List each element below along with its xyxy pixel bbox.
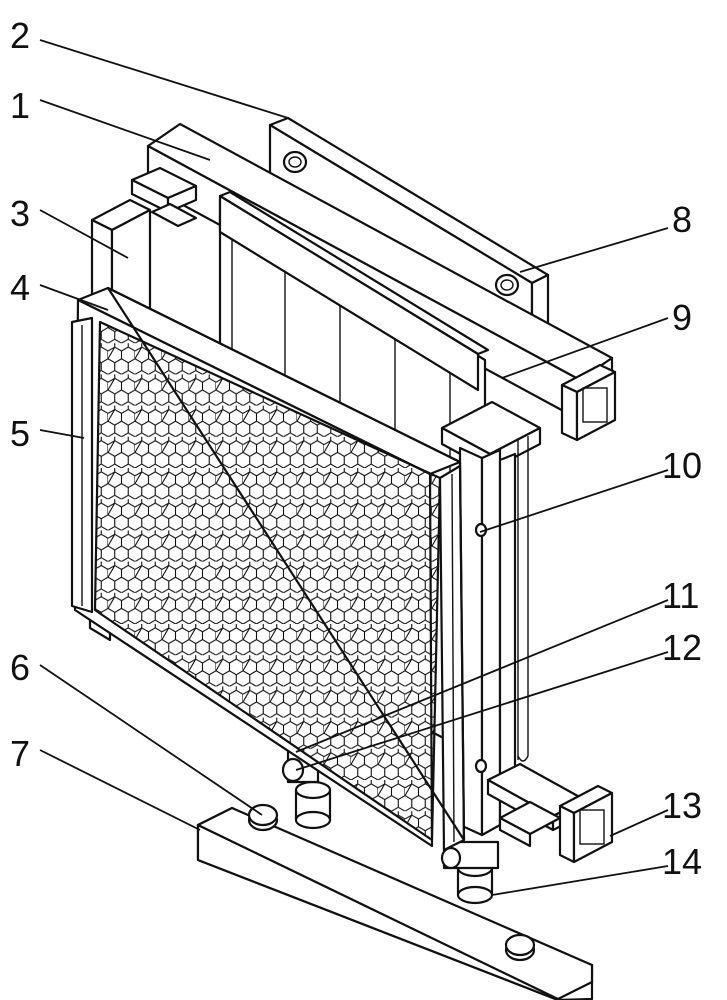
caster-right	[440, 840, 500, 905]
leader-6	[39, 664, 263, 816]
leader-4	[39, 284, 109, 311]
leader-9	[501, 317, 669, 379]
callout-1: 1	[10, 85, 30, 126]
callout-11: 11	[662, 575, 699, 616]
callout-7: 7	[10, 733, 30, 774]
leader-11	[295, 599, 669, 753]
callout-3: 3	[10, 193, 30, 234]
leader-10	[479, 469, 669, 533]
callout-12: 12	[662, 627, 702, 668]
motor-box-top	[560, 363, 617, 442]
leader-14	[491, 865, 669, 896]
leader-13	[609, 809, 669, 837]
callout-10: 10	[662, 445, 702, 486]
callout-13: 13	[662, 785, 702, 826]
leader-5	[39, 429, 85, 439]
leader-1	[39, 99, 211, 161]
bolt-head	[474, 758, 488, 774]
leader-lines	[39, 39, 669, 896]
callout-labels: 1 2 3 4 5 6 7 8 9 10 11 12 13 14	[10, 15, 702, 882]
leader-3	[39, 209, 129, 259]
callout-14: 14	[662, 841, 702, 882]
leader-8	[519, 227, 669, 273]
callout-4: 4	[10, 267, 30, 308]
callout-8: 8	[672, 199, 692, 240]
leader-12	[295, 651, 669, 771]
base-plate	[196, 803, 594, 1000]
callout-2: 2	[10, 15, 30, 56]
bolt-head	[282, 150, 308, 174]
bolt-head	[504, 933, 536, 962]
bolt-head	[494, 273, 520, 297]
callout-5: 5	[10, 413, 30, 454]
lower-right-assembly	[486, 762, 614, 864]
leader-2	[39, 39, 289, 119]
top-clamp-left	[130, 166, 198, 228]
callout-9: 9	[672, 297, 692, 338]
leader-7	[39, 749, 201, 831]
callout-6: 6	[10, 647, 30, 688]
